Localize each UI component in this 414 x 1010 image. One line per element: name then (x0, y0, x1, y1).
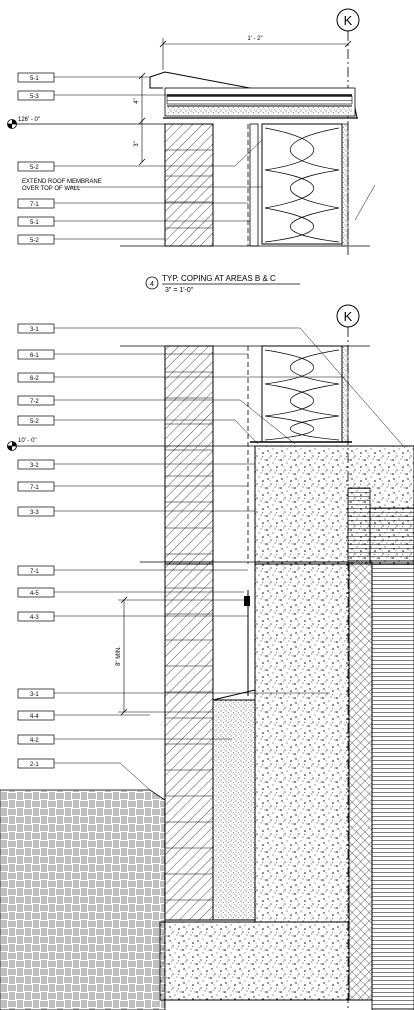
svg-text:5-2: 5-2 (30, 238, 39, 244)
note-line-2: OVER TOP OF WALL (22, 186, 81, 192)
tag-4-4: 4-4 (17, 710, 150, 721)
dimension-4in: 4" (134, 98, 140, 103)
tag-5-1-b: 5-1 (17, 216, 250, 227)
tag-7-2: 7-2 (17, 395, 296, 445)
svg-text:5-1: 5-1 (30, 76, 39, 82)
svg-text:4-4: 4-4 (30, 714, 39, 720)
tag-3-3: 3-3 (17, 506, 255, 517)
dimension-8in-text: 8" MIN. (116, 646, 122, 666)
dimension-8in-min: 8" MIN. (116, 596, 248, 716)
tag-5-3: 5-3 (17, 90, 167, 101)
svg-text:7-2: 7-2 (30, 399, 39, 405)
detail-title-block: 4 TYP. COPING AT AREAS B & C 3" = 1'-0" (145, 274, 300, 294)
tag-4-2: 4-2 (17, 734, 232, 745)
soil-left (0, 789, 166, 1010)
batt-insulation-top (261, 123, 343, 245)
tag-3-2: 3-2 (17, 459, 255, 470)
middle-detail: K 10' - 0" (7, 304, 414, 1010)
tag-6-2: 6-2 (17, 372, 345, 383)
grid-label-top: K (344, 13, 353, 28)
tag-5-2-c: 5-2 (17, 415, 259, 445)
soil-right (371, 561, 414, 1010)
svg-text:6-1: 6-1 (30, 353, 39, 359)
detail-number: 4 (150, 281, 154, 288)
tag-7-1-c: 7-1 (17, 565, 248, 576)
elevation-mid-text: 10' - 0" (18, 438, 37, 444)
svg-text:3-1: 3-1 (30, 692, 39, 698)
tag-4-3: 4-3 (17, 611, 248, 622)
svg-text:5-2: 5-2 (30, 419, 39, 425)
tag-5-1-a: 5-1 (17, 72, 150, 83)
grid-bubble-top: K (336, 8, 360, 32)
tag-6-1: 6-1 (17, 349, 248, 360)
tag-5-2-b: 5-2 (17, 234, 165, 245)
tag-2-1: 2-1 (17, 758, 151, 791)
detail-scale: 3" = 1'-0" (165, 287, 194, 294)
tag-4-5: 4-5 (17, 587, 244, 598)
tag-3-1-a: 3-1 (17, 323, 406, 449)
svg-text:7-1: 7-1 (30, 569, 39, 575)
tag-3-1-b: 3-1 (17, 688, 330, 699)
coping-assembly (149, 71, 358, 119)
svg-text:3-3: 3-3 (30, 510, 39, 516)
dimension-vertical-top: 4" 3" (134, 72, 146, 166)
bottom-detail: 8" MIN. 7-1 4-5 4-3 3-1 4-4 (0, 561, 414, 1010)
svg-text:5-3: 5-3 (30, 94, 39, 100)
masonry-wall-top (164, 123, 214, 247)
dimension-width: 1' - 2" (159, 36, 352, 70)
svg-text:7-1: 7-1 (30, 202, 39, 208)
top-detail: K 1' - 2" 4" 3" (7, 8, 376, 255)
svg-text:4-5: 4-5 (30, 591, 39, 597)
svg-text:4-3: 4-3 (30, 615, 39, 621)
concrete-footing (159, 921, 350, 1001)
grout-fill (212, 699, 256, 921)
tag-7-1-a: 7-1 (17, 198, 248, 209)
rigid-insulation (348, 561, 373, 1001)
note-line-1: EXTEND ROOF MEMBRANE (22, 179, 102, 185)
masonry-wall-bottom (164, 561, 214, 921)
grid-label-mid: K (344, 309, 353, 324)
svg-text:4-2: 4-2 (30, 738, 39, 744)
tag-5-2-a: 5-2 (17, 139, 263, 172)
tag-7-1-b: 7-1 (17, 481, 248, 492)
elevation-marker-top: 126' - 0" (7, 117, 165, 129)
detail-title: TYP. COPING AT AREAS B & C (162, 274, 276, 283)
elevation-top-text: 126' - 0" (18, 117, 40, 123)
masonry-wall-mid (164, 345, 214, 565)
svg-text:5-2: 5-2 (30, 165, 39, 171)
batt-insulation-mid (261, 345, 343, 443)
svg-text:7-1: 7-1 (30, 485, 39, 491)
svg-text:3-2: 3-2 (30, 463, 39, 469)
svg-text:5-1: 5-1 (30, 220, 39, 226)
svg-text:3-1: 3-1 (30, 327, 39, 333)
svg-text:2-1: 2-1 (30, 762, 39, 768)
svg-text:6-2: 6-2 (30, 376, 39, 382)
grid-bubble-mid: K (336, 304, 360, 328)
dimension-3in: 3" (134, 141, 140, 146)
concrete-foundation (254, 561, 350, 923)
dimension-width-text: 1' - 2" (247, 36, 262, 42)
